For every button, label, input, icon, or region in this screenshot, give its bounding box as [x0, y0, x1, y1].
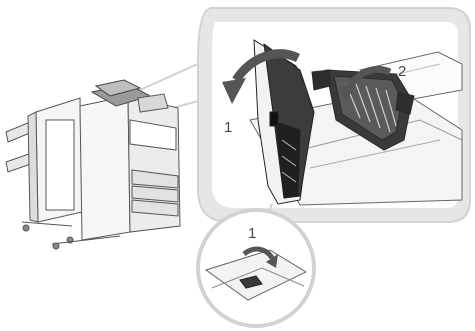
main-step-1-label: 1	[224, 119, 232, 136]
inset-step-1-label: 1	[248, 225, 256, 242]
paper-drawers	[132, 170, 178, 216]
main-step-2-label: 2	[398, 63, 406, 80]
lever-detail-inset: 1	[198, 210, 314, 326]
printer-overview	[6, 80, 180, 249]
printer-main-body	[80, 96, 130, 240]
